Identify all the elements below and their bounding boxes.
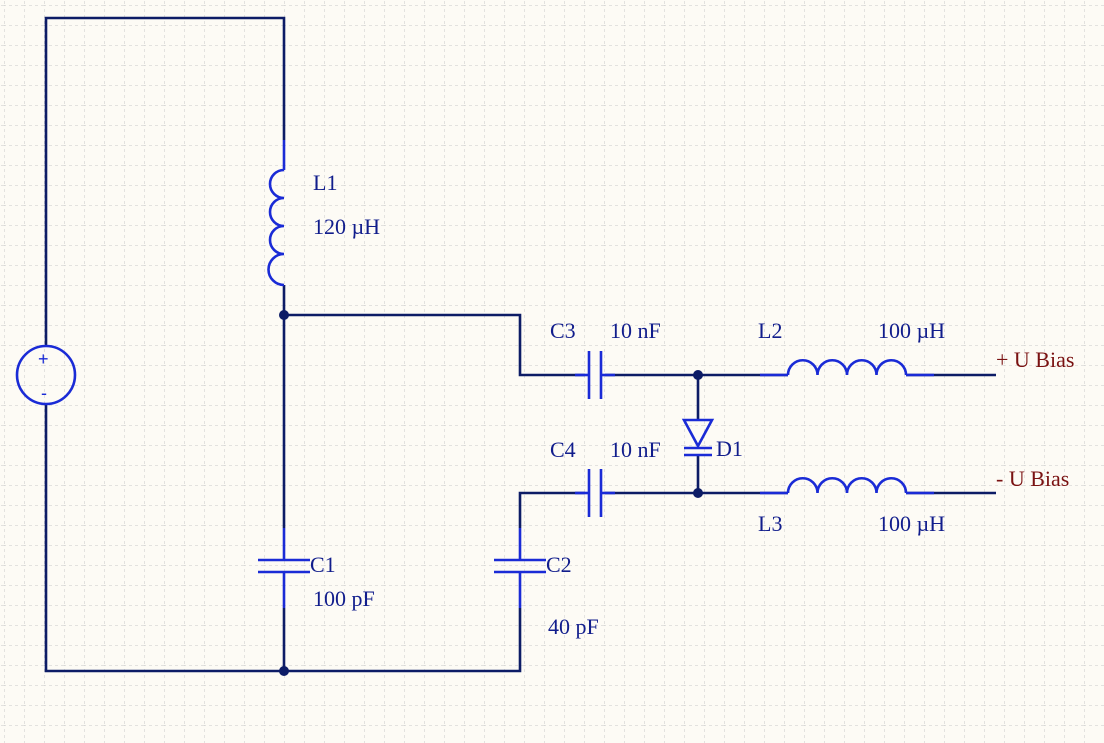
- c3-value: 10 nF: [610, 318, 661, 343]
- l1-value: 120 µH: [313, 214, 380, 239]
- capacitor-c1[interactable]: C1 100 pF: [258, 528, 375, 611]
- inductor-l2[interactable]: L2 100 µH: [758, 318, 945, 377]
- l1-designator: L1: [313, 170, 337, 195]
- l3-value: 100 µH: [878, 511, 945, 536]
- inductor-l3-icon: [786, 477, 908, 494]
- c1-designator: C1: [310, 552, 336, 577]
- junction-dot: [693, 488, 703, 498]
- l3-designator: L3: [758, 511, 782, 536]
- junction-dot: [279, 310, 289, 320]
- junction-dot: [279, 666, 289, 676]
- inductor-l2-icon: [786, 359, 908, 376]
- inductor-l1[interactable]: L1 120 µH: [267, 140, 381, 287]
- c4-designator: C4: [550, 437, 576, 462]
- c2-value: 40 pF: [548, 614, 599, 639]
- l2-value: 100 µH: [878, 318, 945, 343]
- source-plus-sign: +: [38, 349, 49, 369]
- voltage-source[interactable]: + -: [15, 344, 77, 406]
- capacitor-c3[interactable]: C3 10 nF: [550, 318, 661, 399]
- capacitor-c4[interactable]: C4 10 nF: [550, 437, 661, 517]
- source-minus-sign: -: [41, 383, 47, 403]
- wire-top-loop: [44, 16, 286, 345]
- c1-value: 100 pF: [313, 586, 375, 611]
- d1-designator: D1: [716, 436, 743, 461]
- c3-designator: C3: [550, 318, 576, 343]
- voltage-source-icon: [15, 344, 77, 406]
- inductor-l1-icon: [267, 168, 285, 287]
- net-label-positive-bias[interactable]: + U Bias: [996, 347, 1074, 372]
- inductor-l3[interactable]: L3 100 µH: [758, 477, 945, 536]
- junctions: [279, 310, 703, 676]
- net-label-negative-bias[interactable]: - U Bias: [996, 466, 1069, 491]
- junction-dot: [693, 370, 703, 380]
- diode-d1-icon: [681, 418, 715, 449]
- diode-d1[interactable]: D1: [681, 418, 743, 461]
- wire-to-c3: [284, 313, 585, 377]
- wire-c2-to-c4: [518, 491, 585, 528]
- c2-designator: C2: [546, 552, 572, 577]
- c4-value: 10 nF: [610, 437, 661, 462]
- l2-designator: L2: [758, 318, 782, 343]
- capacitor-c2[interactable]: C2 40 pF: [494, 528, 599, 639]
